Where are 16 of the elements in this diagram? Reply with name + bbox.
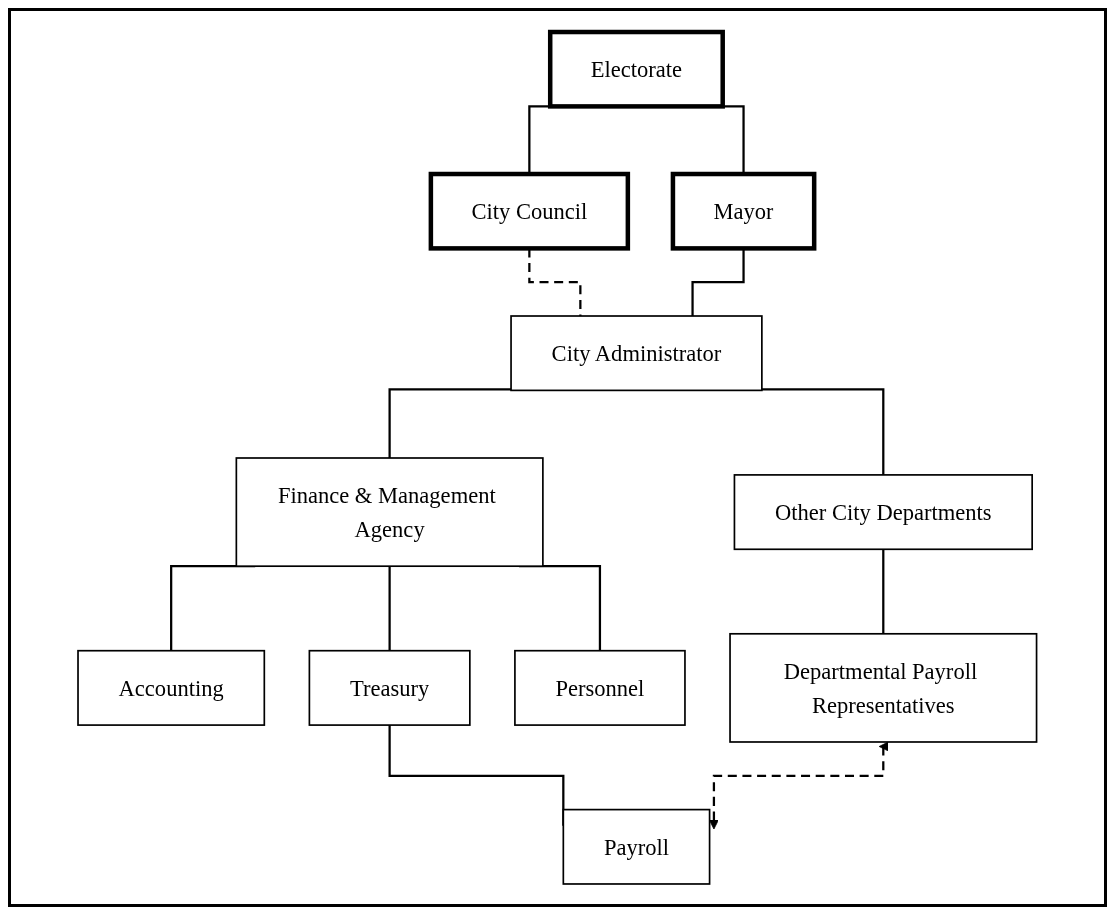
arrow <box>709 741 889 829</box>
node-box: Departmental Payroll Representatives <box>729 632 1038 743</box>
node-box: City Council <box>428 171 631 251</box>
node-box: Other City Departments <box>733 473 1034 550</box>
connector <box>388 564 391 651</box>
node-box: Personnel <box>514 649 686 726</box>
node-box: Payroll <box>562 808 711 885</box>
node-box: Accounting <box>77 649 266 726</box>
node-box: Electorate <box>548 29 726 109</box>
node-box: Mayor <box>670 171 817 251</box>
node-box: City Administrator <box>510 314 763 391</box>
connector <box>882 547 885 634</box>
connector <box>762 387 885 475</box>
node-box: Finance & Management Agency <box>235 456 544 567</box>
connector <box>388 387 512 458</box>
node-box: Treasury <box>308 649 471 726</box>
